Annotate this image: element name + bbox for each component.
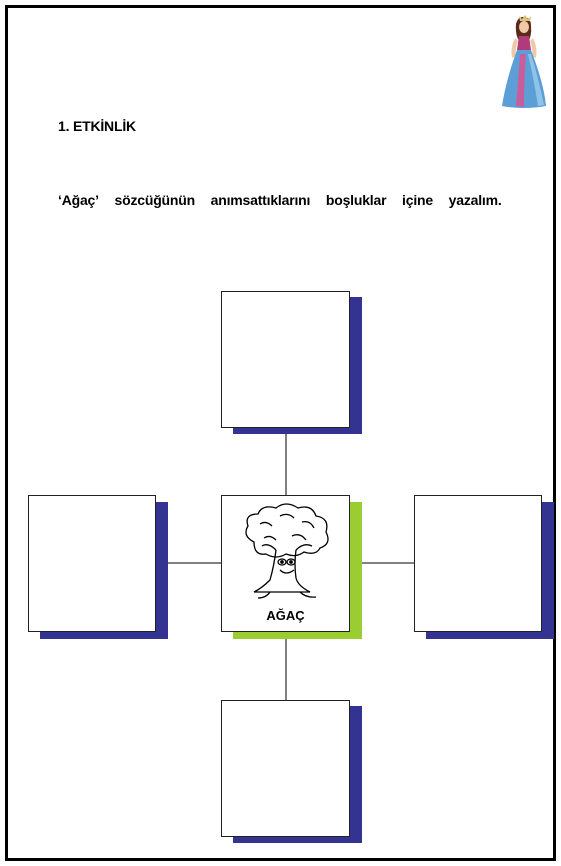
- instruction-word: anımsattıklarını: [211, 192, 311, 208]
- instruction-word: yazalım.: [449, 192, 502, 208]
- activity-instruction: ‘Ağaç’ sözcüğünün anımsattıklarını boşlu…: [58, 192, 502, 208]
- princess-doll-icon: [498, 14, 548, 110]
- cartoon-tree-icon: [240, 502, 332, 602]
- center-label: AĞAÇ: [222, 608, 349, 623]
- activity-title: 1. ETKİNLİK: [58, 118, 136, 134]
- answer-box-top[interactable]: [221, 291, 350, 428]
- connector-top: [285, 428, 287, 496]
- instruction-word: boşluklar: [326, 192, 386, 208]
- instruction-word: içine: [402, 192, 433, 208]
- connector-bottom: [285, 632, 287, 700]
- answer-box-right[interactable]: [414, 495, 542, 632]
- instruction-word: ‘Ağaç’: [58, 192, 99, 208]
- answer-box-left[interactable]: [28, 495, 156, 632]
- center-box: AĞAÇ: [221, 495, 350, 632]
- instruction-word: sözcüğünün: [115, 192, 195, 208]
- answer-box-bottom[interactable]: [221, 700, 350, 837]
